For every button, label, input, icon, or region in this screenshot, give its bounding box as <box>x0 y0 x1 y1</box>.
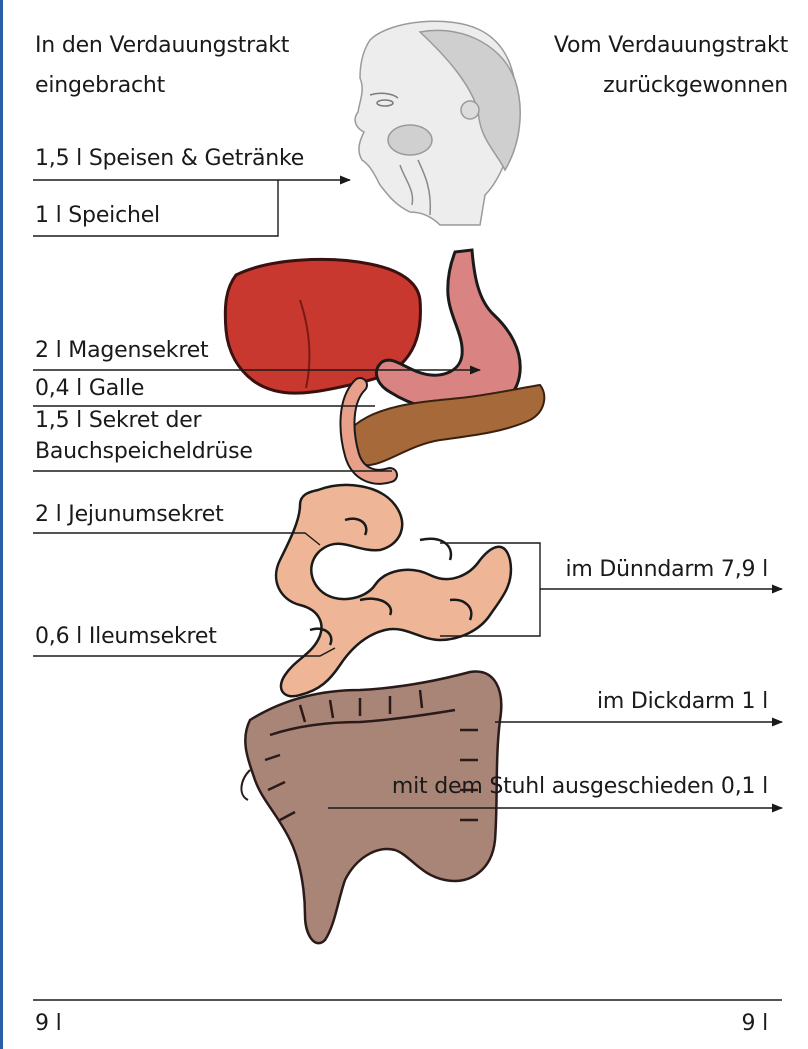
label-jejunum-secretion: 2 l Jejunumsekret <box>35 501 224 529</box>
label-food-intake: 1,5 l Speisen & Getränke <box>35 145 304 173</box>
header-left-line2: eingebracht <box>35 72 165 100</box>
header-right-line1: Vom Verdauungstrakt <box>554 32 788 60</box>
label-saliva: 1 l Speichel <box>35 202 160 230</box>
label-large-intestine-recovered: im Dickdarm 1 l <box>597 688 768 716</box>
header-right-line2: zurückgewonnen <box>603 72 788 100</box>
small-intestine-illustration <box>276 485 511 696</box>
label-small-intestine-recovered: im Dünndarm 7,9 l <box>565 556 768 584</box>
label-pancreas-line2: Bauchspeicheldrüse <box>35 438 253 466</box>
label-pancreas-line1: 1,5 l Sekret der <box>35 407 201 435</box>
head-illustration <box>355 21 520 225</box>
label-ileum-secretion: 0,6 l Ileumsekret <box>35 623 217 651</box>
header-left-line1: In den Verdauungstrakt <box>35 32 289 60</box>
total-right: 9 l <box>741 1010 768 1038</box>
label-stool-excreted: mit dem Stuhl ausgeschieden 0,1 l <box>392 773 768 801</box>
label-gastric-secretion: 2 l Magensekret <box>35 337 208 365</box>
label-bile: 0,4 l Galle <box>35 375 144 403</box>
total-left: 9 l <box>35 1010 62 1038</box>
